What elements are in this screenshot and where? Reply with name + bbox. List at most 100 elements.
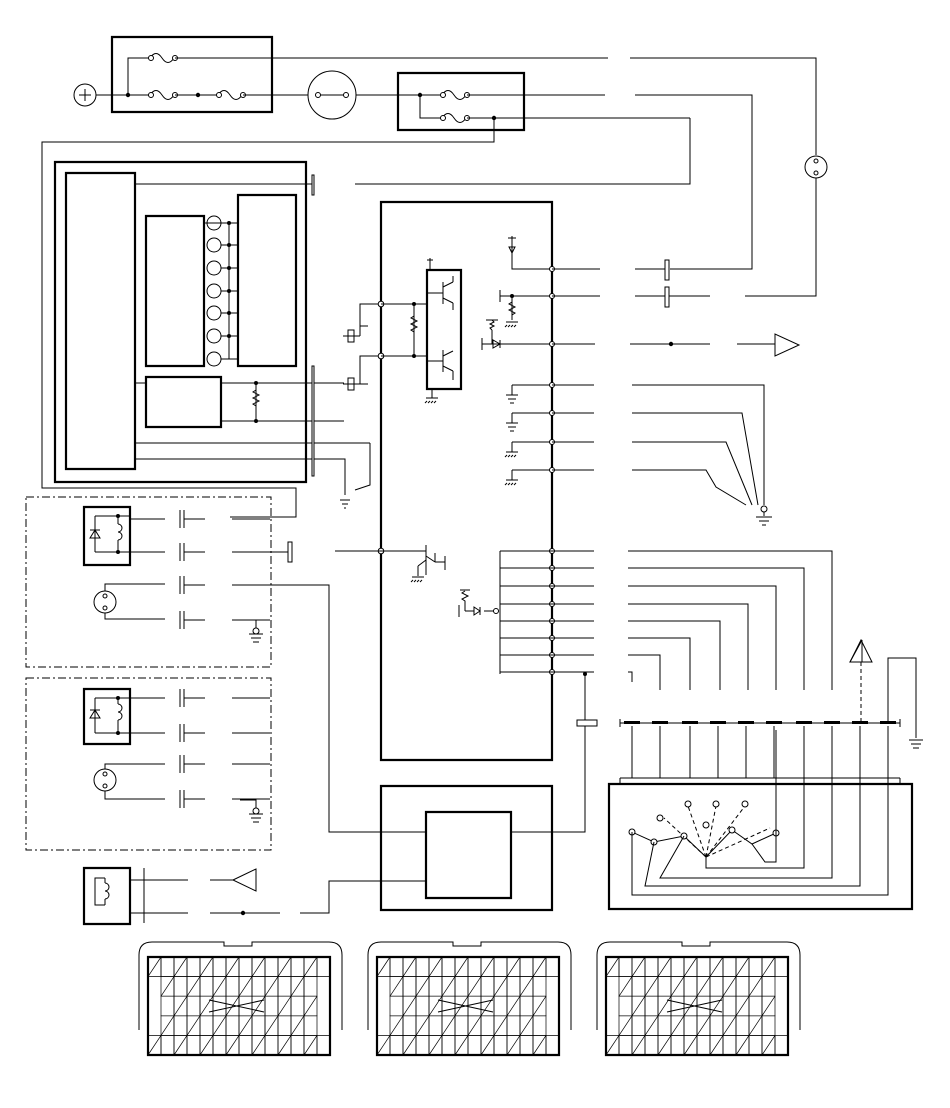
connector-cell-diag (533, 1035, 546, 1055)
connector-cell (174, 1016, 187, 1036)
connector-cell (291, 957, 304, 977)
connector-cell (265, 996, 278, 1016)
bus-wire (628, 604, 748, 690)
connector-cell-diag (481, 957, 494, 977)
connector-cell (239, 996, 252, 1016)
connector-icon (139, 942, 342, 1055)
connector-cell (304, 1016, 317, 1036)
connector-cell (632, 977, 645, 997)
connector-cell-diag (455, 1035, 468, 1055)
ground-icon (249, 814, 263, 822)
connector-cell (762, 977, 775, 997)
connector-cell-diag (213, 977, 226, 997)
connector-cell (187, 1035, 200, 1055)
bus-wire (628, 672, 632, 682)
connector-cell (736, 1016, 749, 1036)
connector-cell-diag (226, 1035, 239, 1055)
connector-cell-diag (377, 957, 390, 977)
terminal-tap (624, 721, 640, 724)
connector-cell (161, 1035, 174, 1055)
relay-coil-icon (90, 516, 122, 552)
connector-icon (368, 942, 571, 1055)
connector-cell-diag (762, 1035, 775, 1055)
combination-meter (55, 162, 314, 482)
connector-cell-diag (468, 977, 481, 997)
connector-cell-diag (658, 957, 671, 977)
connector-cell (775, 957, 788, 977)
connector-cell (252, 1016, 265, 1036)
bus-wire (628, 638, 690, 690)
connector-cell (416, 957, 429, 977)
connector-cell (455, 977, 468, 997)
connector-cell-diag (520, 977, 533, 997)
connector-cell-diag (520, 1016, 533, 1036)
connector-cell-diag (736, 996, 749, 1016)
connector-cell-diag (265, 977, 278, 997)
connector-cell-diag (200, 996, 213, 1016)
connector-cell-diag (710, 1035, 723, 1055)
connector-cell-diag (161, 1016, 174, 1036)
connector-cell-diag (442, 977, 455, 997)
connector-cell-diag (749, 1016, 762, 1036)
connector-cell (775, 1035, 788, 1055)
connector-cell (723, 1035, 736, 1055)
connector-cell (494, 1035, 507, 1055)
battery-terminal (74, 84, 112, 106)
connector-cell-diag (606, 957, 619, 977)
terminal-tap (796, 721, 812, 724)
fusible-link-block (112, 37, 608, 112)
connector-cell-diag (455, 957, 468, 977)
rotary-switch-icon (629, 726, 888, 895)
connector-cell (710, 1016, 723, 1036)
connector-cell-diag (645, 1016, 658, 1036)
output-triangle-icon (233, 869, 256, 891)
connector-cell (291, 1035, 304, 1055)
terminal-tap (710, 721, 726, 724)
connector-cell (226, 1016, 239, 1036)
connector-housing (139, 942, 342, 1030)
connector-cell-diag (148, 957, 161, 977)
connector-cell-diag (174, 1035, 187, 1055)
terminal-tap (738, 721, 754, 724)
connector-cell-diag (749, 977, 762, 997)
connector-cell-diag (723, 977, 736, 997)
connector-cell-diag (252, 957, 265, 977)
connector-cell-diag (377, 1035, 390, 1055)
terminal-tap (852, 721, 868, 724)
connector-cell-diag (507, 996, 520, 1016)
connector-cell (317, 1035, 330, 1055)
connector-cell-diag (239, 977, 252, 997)
relay-unit-2 (26, 678, 271, 850)
meter-ecm-harness (314, 304, 381, 508)
connector-cell-diag (291, 977, 304, 997)
connector-cell-diag (278, 996, 291, 1016)
connector-cell (161, 996, 174, 1016)
connector-cell (520, 1035, 533, 1055)
connector-cell (697, 996, 710, 1016)
connector-cell-diag (187, 977, 200, 997)
connector-cell-diag (403, 957, 416, 977)
connector-cell-diag (684, 1035, 697, 1055)
upper-right-harness (136, 58, 827, 296)
connector-cell (749, 957, 762, 977)
connector-cell-diag (606, 1035, 619, 1055)
relay-unit-3 (84, 868, 426, 924)
connector-cell (533, 977, 546, 997)
connector-cell (546, 957, 559, 977)
connector-cell (200, 977, 213, 997)
connector-cell (645, 996, 658, 1016)
output-triangle-icon (775, 334, 799, 356)
connector-cell-diag (533, 957, 546, 977)
bus-wire (628, 551, 832, 690)
connector-cell (265, 1035, 278, 1055)
connector-cell (671, 996, 684, 1016)
connector-cell-diag (762, 957, 775, 977)
connector-cell (762, 1016, 775, 1036)
connector-cell (619, 957, 632, 977)
connector-cell-diag (481, 1035, 494, 1055)
connector-cell (304, 977, 317, 997)
connector-cell (671, 957, 684, 977)
connector-cell-diag (429, 1035, 442, 1055)
relay-unit-1 (26, 497, 426, 832)
connector-cell-diag (507, 1035, 520, 1055)
